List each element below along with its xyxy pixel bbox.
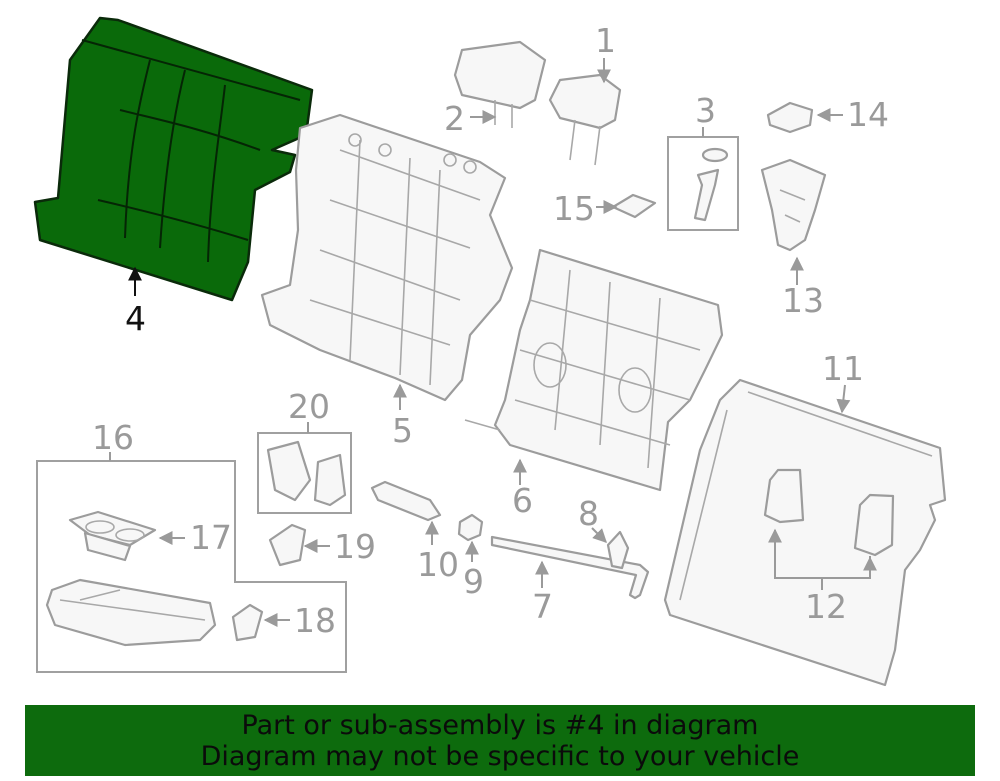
callout-7: 7 — [532, 587, 553, 626]
part-1-headrest[interactable] — [548, 73, 622, 166]
part-20-box — [257, 432, 352, 514]
callout-3: 3 — [695, 91, 716, 130]
part-17-cup-holder[interactable] — [68, 510, 157, 562]
part-16-box — [36, 460, 347, 673]
callout-11: 11 — [822, 349, 864, 388]
callout-1: 1 — [595, 21, 616, 60]
part-20-brackets[interactable] — [266, 440, 347, 507]
callout-10: 10 — [417, 545, 459, 584]
leader-11 — [836, 384, 851, 414]
callout-13: 13 — [782, 281, 824, 320]
callout-9: 9 — [463, 562, 484, 601]
part-16-armrest[interactable] — [45, 578, 217, 647]
callout-14: 14 — [847, 95, 889, 134]
part-15-clip[interactable] — [611, 193, 657, 219]
part-11-back-panel[interactable] — [663, 378, 947, 687]
callout-4: 4 — [125, 299, 146, 338]
part-4-seat-back-pad[interactable] — [33, 16, 314, 302]
callout-17: 17 — [190, 518, 232, 557]
part-14-cap[interactable] — [766, 101, 814, 134]
callout-12: 12 — [805, 587, 847, 626]
callout-2: 2 — [444, 99, 465, 138]
part-6-seat-back-panel[interactable] — [464, 248, 724, 492]
part-18-bezel[interactable] — [231, 603, 264, 642]
part-19-trim[interactable] — [268, 523, 307, 567]
callout-8: 8 — [578, 494, 599, 533]
notice-banner: Part or sub-assembly is #4 in diagram Di… — [25, 705, 975, 776]
callout-19: 19 — [334, 527, 376, 566]
banner-line-2: Diagram may not be specific to your vehi… — [200, 741, 800, 772]
part-7-rod[interactable] — [490, 535, 650, 600]
callout-20: 20 — [288, 387, 330, 426]
callout-18: 18 — [294, 601, 336, 640]
part-10-bolt[interactable] — [370, 480, 442, 522]
part-2-headrest[interactable] — [453, 40, 547, 128]
part-5-seat-back-frame[interactable] — [260, 113, 514, 402]
part-9-nut[interactable] — [457, 513, 484, 542]
callout-6: 6 — [512, 481, 533, 520]
part-3-bolt[interactable] — [693, 147, 729, 222]
callout-16: 16 — [92, 418, 134, 457]
part-13-latch[interactable] — [760, 158, 827, 252]
part-8-clip[interactable] — [606, 530, 630, 570]
part-12-anchor-covers[interactable] — [763, 468, 895, 557]
callout-5: 5 — [392, 411, 413, 450]
banner-line-1: Part or sub-assembly is #4 in diagram — [241, 710, 759, 741]
callout-15: 15 — [553, 189, 595, 228]
leader-8 — [591, 527, 607, 543]
